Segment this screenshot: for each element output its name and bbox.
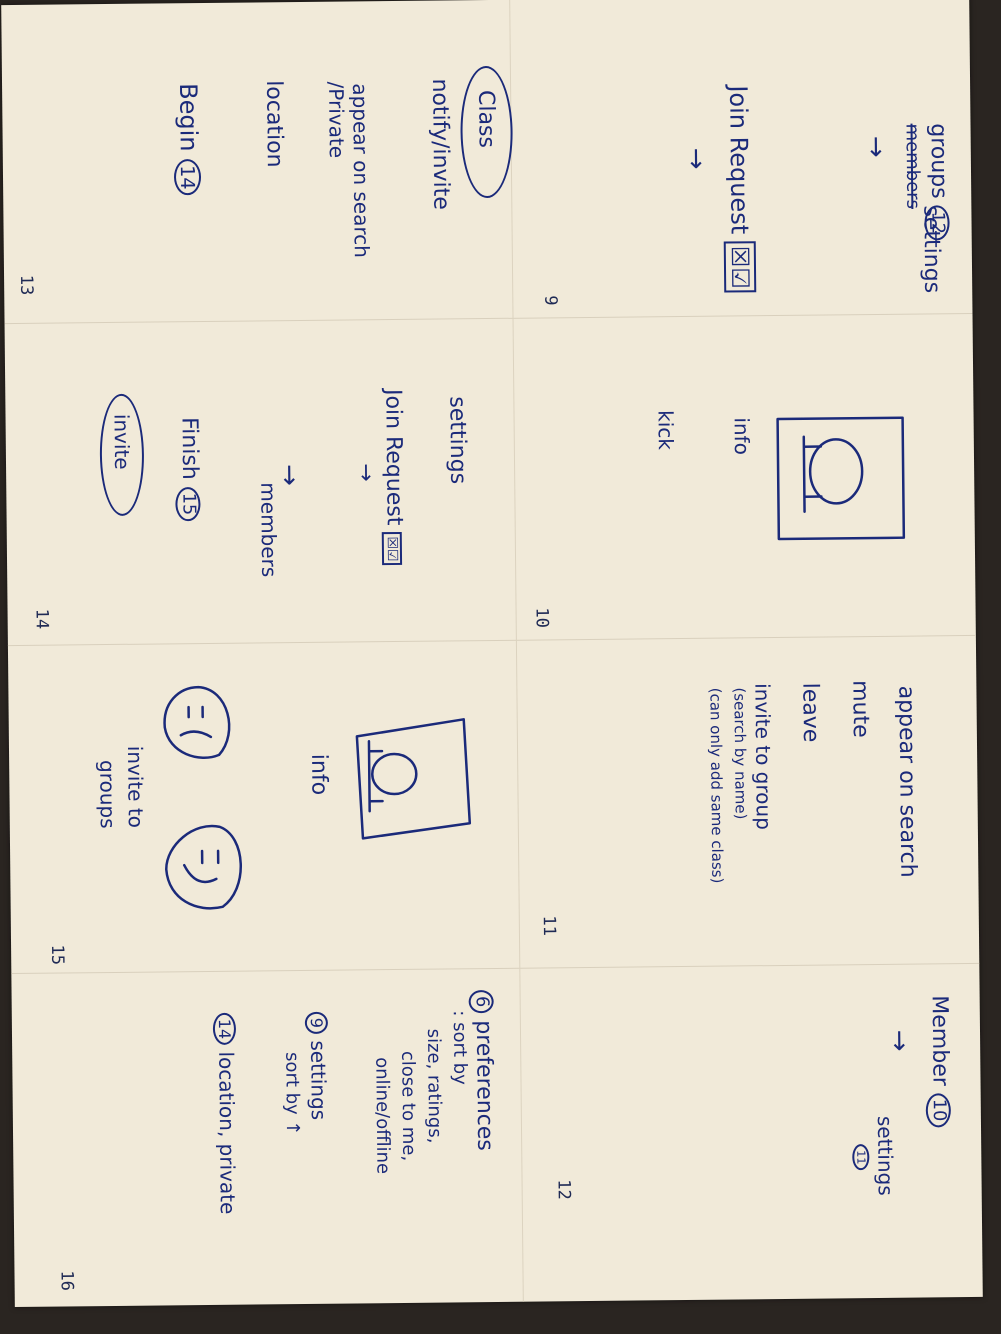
profile-image-sketch [776, 416, 906, 541]
appear-on-search-label: appear on search [348, 83, 374, 258]
finish-label: Finish 15 [174, 417, 202, 522]
fold-line [4, 312, 973, 325]
groups-label: groups [95, 759, 120, 829]
preferences-label: 6 preferences [468, 990, 497, 1151]
page-number: 9 [540, 295, 561, 306]
settings-num: 11 [851, 1144, 870, 1171]
invite-to-group-label: invite to group [750, 683, 776, 830]
page-number: 13 [16, 274, 37, 296]
page-number: 15 [47, 944, 68, 966]
happy-face-icon [165, 824, 242, 910]
page-number: 14 [31, 608, 52, 630]
class-hint: (can only add same class) [706, 687, 727, 884]
arrow-down-icon: → [860, 135, 891, 158]
class-label: Class [473, 89, 499, 149]
sort-options: size, ratings, [422, 1028, 446, 1144]
profile-image-sketch [355, 718, 472, 840]
appear-on-search-label: appear on search [893, 685, 921, 878]
info-label: info [729, 417, 754, 456]
location-label: location [261, 80, 287, 168]
info-label: info [306, 753, 332, 796]
groups-label: groups 12 [923, 123, 951, 241]
private-label: /Private [324, 81, 349, 159]
search-hint: (search by name) [730, 687, 750, 820]
arrow-down-icon: → [353, 463, 379, 482]
invite-to-label: invite to [122, 745, 148, 829]
sort-options: online/offline [371, 1057, 394, 1175]
page-number: 10 [531, 607, 552, 629]
settings-label: 9 settings [304, 1011, 331, 1121]
notify-invite-label: notify/invite [427, 78, 454, 210]
page-number: 11 [538, 915, 559, 937]
join-request-label: Join Request ☒☑ [380, 389, 407, 566]
page-number: 16 [56, 1270, 77, 1292]
members-label: members [901, 123, 924, 210]
arrow-down-icon: → [680, 147, 711, 170]
fold-line [11, 962, 980, 975]
kick-label: kick [653, 410, 678, 451]
fold-line [7, 634, 976, 647]
sad-face-icon [163, 685, 231, 759]
arrow-down-icon: → [883, 1029, 915, 1052]
leave-label: leave [797, 682, 823, 743]
sort-options: close to me, [397, 1050, 420, 1162]
invite-label: invite [109, 413, 135, 470]
begin-label: Begin 14 [173, 83, 203, 196]
mute-label: mute [847, 680, 873, 738]
members-label: members [256, 482, 282, 578]
sort-by-label: : sort by [448, 1010, 471, 1085]
join-request-label: Join Request ☒☑ [723, 85, 757, 293]
paper-sheet: settings groups 12 members → Join Reques… [1, 0, 983, 1308]
page-number: 12 [553, 1179, 574, 1200]
location-private-label: 14 location, private [212, 1012, 240, 1215]
settings-label: settings [872, 1115, 898, 1196]
settings-label: settings [444, 396, 471, 485]
sort-by-label: sort by ↑ [281, 1052, 304, 1136]
member-label: Member 10 [925, 995, 953, 1128]
fold-line [509, 0, 524, 1302]
